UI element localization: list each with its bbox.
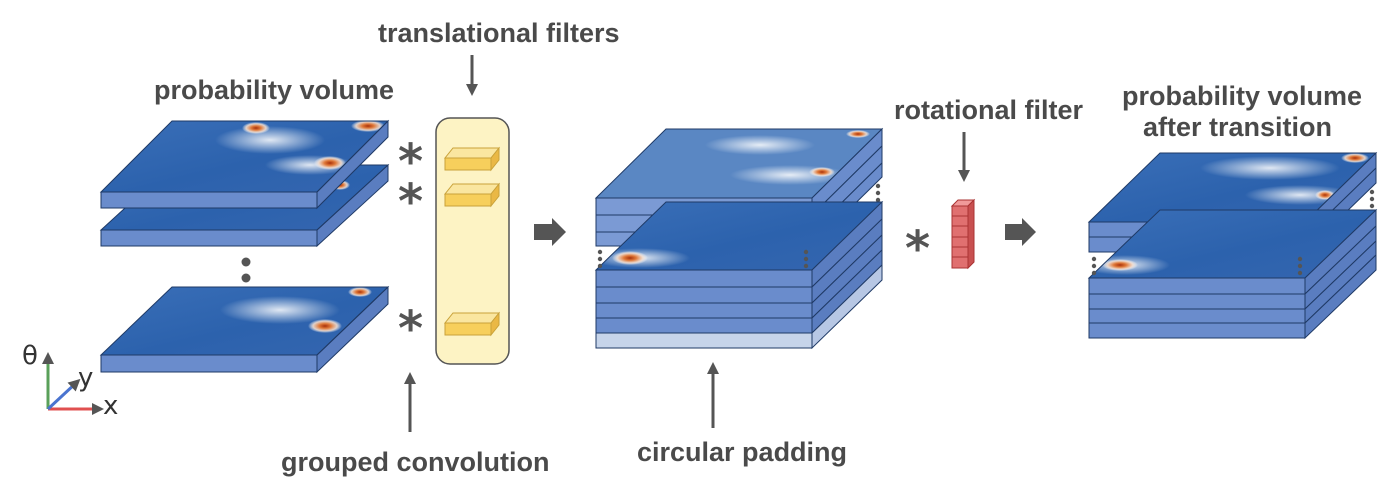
axis-indicator — [42, 352, 104, 415]
translational-filter-block — [443, 311, 501, 337]
translational-filter-box — [435, 117, 510, 365]
arrow-right — [534, 218, 566, 246]
padding-slab-main — [590, 200, 884, 350]
translational-filters-label: translational filters — [378, 18, 620, 48]
probability-volume-after-label-1: probability volume — [1122, 81, 1363, 111]
translational-filter-block — [443, 182, 501, 208]
rotational-filter-label: rotational filter — [894, 95, 1084, 125]
volume-slab — [1080, 208, 1378, 340]
probability-volume-stack — [99, 119, 390, 374]
theta-axis-label: θ — [22, 341, 38, 371]
padded-volume-stack — [590, 127, 884, 350]
transition-volume-stack — [1080, 151, 1378, 340]
convolution-operator: * — [905, 221, 930, 277]
grouped-convolution-label: grouped convolution — [281, 447, 550, 477]
y-axis-label: y — [78, 363, 94, 393]
convolution-operator: * — [398, 174, 423, 230]
volume-slab — [99, 285, 390, 374]
convolution-operator: * — [398, 301, 423, 357]
rotational-filter-block — [950, 198, 976, 270]
x-axis-label: x — [103, 391, 119, 421]
volume-slab — [99, 119, 390, 210]
convolution-operator: * — [398, 134, 423, 190]
arrow-right — [1005, 218, 1036, 246]
probability-volume-after-label-2: after transition — [1143, 112, 1333, 142]
circular-padding-label: circular padding — [637, 437, 848, 467]
translational-filter-block — [443, 146, 501, 172]
probability-volume-label: probability volume — [154, 75, 395, 105]
